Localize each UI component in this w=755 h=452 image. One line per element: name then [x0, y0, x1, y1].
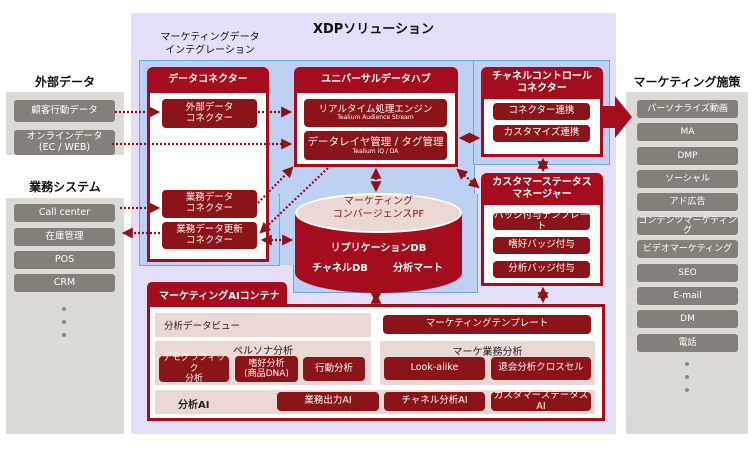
marketing-measure-item[interactable]: DMP [637, 147, 738, 165]
marketing-measure-item[interactable]: MA [637, 123, 738, 141]
ellipsis-dot [62, 320, 66, 324]
region-fill-patch [280, 61, 294, 265]
business-output-ai[interactable]: 業務出力AI [277, 392, 379, 411]
preference-analysis[interactable]: 嗜好分析 (商品DNA) [235, 356, 298, 382]
behavior-analysis[interactable]: 行動分析 [303, 357, 365, 381]
marketing-measure-item[interactable]: DM [637, 310, 738, 328]
marketing-measure-item[interactable]: パーソナライズ動画 [637, 100, 738, 118]
business-system-item[interactable]: Call center [14, 204, 115, 222]
analysis-mart-label: 分析マート [393, 263, 443, 274]
channel-analysis-ai[interactable]: チャネル分析AI [384, 392, 485, 411]
marketing-measure-item[interactable]: ソーシャル [637, 170, 738, 188]
external-data-item[interactable]: 顧客行動データ [14, 100, 115, 122]
analysis-badge[interactable]: 分析バッジ付与 [493, 261, 590, 278]
convergence-db-bottom [295, 253, 462, 293]
channel-db-label: チャネルDB [312, 263, 368, 274]
channel-control-frame: チャネルコントロール コネクター コネクター連携 カスタマイズ連携 [481, 67, 603, 157]
marketing-business-title: マーケ業務分析 [452, 347, 523, 358]
external-data-panel: 顧客行動データ オンラインデータ (EC / WEB) [6, 92, 124, 155]
marketing-measures-panel: パーソナライズ動画 MA DMP ソーシャルアド広告コンテンツマーケティングビデオマー… [626, 92, 748, 434]
data-connector-frame: データコネクター 外部データ コネクター 業務データ コネクター 業務データ更新… [147, 67, 269, 262]
business-system-item[interactable]: 在庫管理 [14, 228, 115, 246]
preference-badge[interactable]: 嗜好バッジ付与 [493, 237, 590, 254]
convergence-pf-label: マーケティング コンバージェンスPF [332, 196, 425, 220]
ellipsis-dot [685, 375, 689, 379]
business-systems-panel: Call center 在庫管理 POS CRM [6, 198, 124, 434]
business-system-item[interactable]: POS [14, 251, 115, 269]
churn-cross-sell[interactable]: 退会分析クロスセル [491, 357, 591, 380]
external-data-connector[interactable]: 外部データ コネクター [162, 99, 257, 128]
marketing-measure-item[interactable]: E-mail [637, 287, 738, 305]
customer-status-title: カスタマーステータス マネージャー [492, 177, 592, 200]
marketing-measures-title: マーケティング施策 [633, 75, 741, 89]
external-data-item[interactable]: オンラインデータ (EC / WEB) [14, 130, 115, 155]
look-alike[interactable]: Look-alike [384, 357, 485, 380]
realtime-engine-label: リアルタイム処理エンジン [318, 103, 433, 115]
marketing-measure-item[interactable]: アド広告 [637, 193, 738, 211]
analysis-ai-title: 分析AI [178, 400, 210, 411]
connector-integration[interactable]: コネクター連携 [493, 103, 590, 120]
business-data-connector[interactable]: 業務データ コネクター [162, 190, 257, 218]
ellipsis-dot [685, 388, 689, 392]
business-data-update-connector[interactable]: 業務データ更新 コネクター [162, 222, 257, 249]
badge-template[interactable]: バッジ付与テンプレート [493, 209, 590, 232]
xdp-solution-title: XDPソリューション [312, 22, 435, 37]
ellipsis-dot [62, 333, 66, 337]
marketing-measure-item[interactable]: ビデオマーケティング [637, 240, 738, 258]
marketing-measure-item[interactable]: SEO [637, 264, 738, 282]
ellipsis-dot [62, 307, 66, 311]
persona-analysis-title: ペルソナ分析 [233, 346, 293, 357]
customize-integration[interactable]: カスタマイズ連携 [493, 125, 590, 142]
business-systems-title: 業務システム [29, 180, 101, 194]
channel-control-title: チャネルコントロール コネクター [492, 71, 592, 94]
data-layer-sub: Tealium iQ / DA [352, 147, 399, 155]
integration-title: マーケティングデータ インテグレーション [160, 32, 260, 56]
analysis-data-view[interactable]: 分析データビュー [155, 313, 371, 337]
universal-data-hub-title: ユニバーサルデータハブ [321, 74, 431, 85]
customer-status-ai[interactable]: カスタマーステータスAI [491, 390, 591, 411]
ellipsis-dot [685, 362, 689, 366]
replication-db-label: リプリケーションDB [330, 243, 427, 254]
demographic-analysis[interactable]: デモグラフィック 分析 [159, 353, 229, 384]
data-layer-tag-management[interactable]: データレイヤ管理 / タグ管理 Tealium iQ / DA [304, 131, 447, 160]
realtime-engine-sub: Tealium Audience Stream [337, 114, 414, 122]
universal-data-hub-frame: ユニバーサルデータハブ リアルタイム処理エンジン Tealium Audienc… [294, 67, 458, 167]
data-connector-title: データコネクター [168, 74, 248, 85]
marketing-template[interactable]: マーケティングテンプレート [383, 315, 591, 334]
ai-container-tab: マーケティングAIコンテナ [147, 282, 287, 306]
business-system-item[interactable]: CRM [14, 274, 115, 292]
realtime-engine[interactable]: リアルタイム処理エンジン Tealium Audience Stream [304, 99, 447, 127]
customer-status-frame: カスタマーステータス マネージャー バッジ付与テンプレート 嗜好バッジ付与 分析… [481, 173, 603, 286]
marketing-measure-item[interactable]: コンテンツマーケティング [637, 215, 738, 236]
marketing-measure-item[interactable]: 電話 [637, 334, 738, 352]
external-data-title: 外部データ [34, 75, 95, 89]
data-layer-label: データレイヤ管理 / タグ管理 [307, 136, 444, 149]
